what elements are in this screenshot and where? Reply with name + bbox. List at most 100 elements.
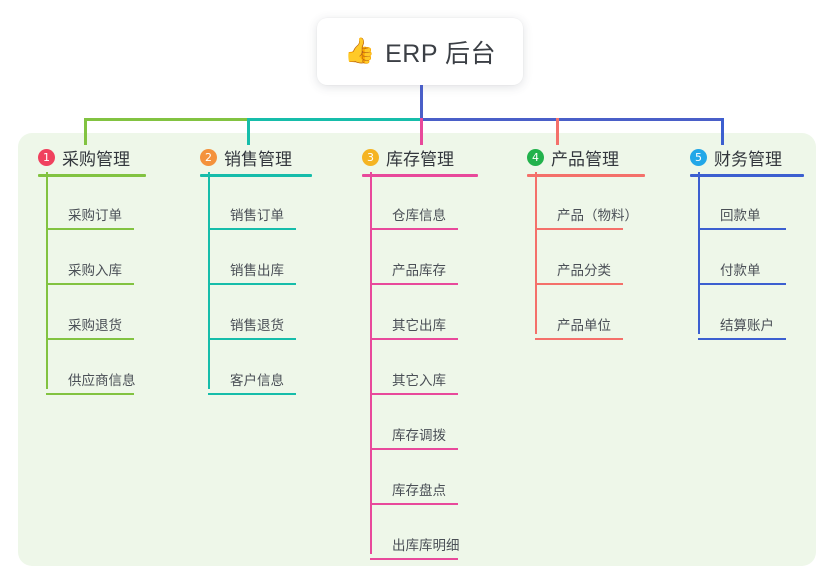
leaf-item-label: 销售订单 bbox=[230, 208, 284, 223]
branch-column-1: 1 采购管理采购订单采购入库采购退货供应商信息 bbox=[38, 145, 146, 395]
leaf-item[interactable]: 销售订单 bbox=[208, 204, 296, 230]
leaf-item[interactable]: 其它入库 bbox=[370, 369, 458, 395]
leaf-item-label: 产品分类 bbox=[557, 263, 611, 278]
branch-header-rule bbox=[690, 174, 804, 177]
leaf-item-rule bbox=[208, 338, 296, 340]
leaf-item-label: 库存盘点 bbox=[392, 483, 446, 498]
branch-header-3[interactable]: 3 库存管理 bbox=[362, 145, 478, 169]
branch-spine bbox=[46, 172, 48, 389]
root-stem bbox=[420, 85, 423, 121]
leaf-item[interactable]: 采购入库 bbox=[46, 259, 134, 285]
leaf-item-label: 结算账户 bbox=[720, 318, 774, 333]
leaf-item[interactable]: 产品库存 bbox=[370, 259, 458, 285]
branch-header-rule bbox=[200, 174, 312, 177]
leaf-item-rule bbox=[535, 228, 623, 230]
branch-title: 财务管理 bbox=[714, 149, 782, 169]
branch-spine bbox=[370, 172, 372, 554]
leaf-item-rule bbox=[698, 283, 786, 285]
leaf-item-label: 供应商信息 bbox=[68, 373, 136, 388]
leaf-item-rule bbox=[370, 228, 458, 230]
branch-column-4: 4 产品管理产品（物料） 产品分类产品单位 bbox=[527, 145, 645, 340]
leaf-item-rule bbox=[46, 338, 134, 340]
branch-header-5[interactable]: 5 财务管理 bbox=[690, 145, 804, 169]
branch-title: 采购管理 bbox=[62, 149, 130, 169]
leaf-item[interactable]: 付款单 bbox=[698, 259, 786, 285]
branch-column-5: 5 财务管理回款单付款单结算账户 bbox=[690, 145, 804, 340]
leaf-item-rule bbox=[370, 503, 458, 505]
leaf-item-rule bbox=[208, 228, 296, 230]
branch-header-rule bbox=[527, 174, 645, 177]
leaf-item[interactable]: 产品单位 bbox=[535, 314, 623, 340]
leaf-item-label: 其它入库 bbox=[392, 373, 446, 388]
leaf-item[interactable]: 其它出库 bbox=[370, 314, 458, 340]
leaf-item-rule bbox=[208, 393, 296, 395]
leaf-item-label: 销售退货 bbox=[230, 318, 284, 333]
leaf-item-rule bbox=[208, 283, 296, 285]
leaf-item[interactable]: 销售退货 bbox=[208, 314, 296, 340]
branch-stub-3 bbox=[420, 118, 423, 145]
leaf-item-rule bbox=[46, 283, 134, 285]
leaf-item-label: 采购入库 bbox=[68, 263, 122, 278]
leaf-item-label: 库存调拨 bbox=[392, 428, 446, 443]
branch-number-badge: 3 bbox=[362, 148, 379, 166]
bus-segment-mid bbox=[247, 118, 422, 121]
branch-stub-5 bbox=[721, 118, 724, 145]
branch-stub-2 bbox=[247, 118, 250, 145]
branch-spine bbox=[535, 172, 537, 334]
leaf-item-label: 采购订单 bbox=[68, 208, 122, 223]
leaf-item-label: 产品（物料） bbox=[557, 208, 638, 223]
leaf-item[interactable]: 回款单 bbox=[698, 204, 786, 230]
diagram-background-panel bbox=[18, 133, 816, 566]
branch-spine bbox=[208, 172, 210, 389]
leaf-item-label: 客户信息 bbox=[230, 373, 284, 388]
leaf-item-rule bbox=[46, 228, 134, 230]
branch-column-3: 3 库存管理仓库信息产品库存其它出库其它入库库存调拨库存盘点出库库明细 bbox=[362, 145, 478, 560]
leaf-item-label: 出库库明细 bbox=[392, 538, 460, 553]
branch-title: 产品管理 bbox=[551, 149, 619, 169]
branch-header-4[interactable]: 4 产品管理 bbox=[527, 145, 645, 169]
branch-number-badge: 4 bbox=[527, 148, 544, 166]
leaf-item[interactable]: 库存调拨 bbox=[370, 424, 458, 450]
branch-header-rule bbox=[362, 174, 478, 177]
bus-segment-left bbox=[84, 118, 249, 121]
leaf-item[interactable]: 客户信息 bbox=[208, 369, 296, 395]
leaf-item[interactable]: 出库库明细 bbox=[370, 534, 460, 560]
leaf-item-label: 采购退货 bbox=[68, 318, 122, 333]
branch-header-2[interactable]: 2 销售管理 bbox=[200, 145, 312, 169]
leaf-item[interactable]: 库存盘点 bbox=[370, 479, 458, 505]
leaf-item-label: 产品单位 bbox=[557, 318, 611, 333]
leaf-item[interactable]: 采购订单 bbox=[46, 204, 134, 230]
leaf-item-label: 回款单 bbox=[720, 208, 761, 223]
bus-segment-right bbox=[420, 118, 724, 121]
branch-number-badge: 2 bbox=[200, 148, 217, 166]
leaf-item-rule bbox=[370, 393, 458, 395]
leaf-item-label: 其它出库 bbox=[392, 318, 446, 333]
leaf-item[interactable]: 销售出库 bbox=[208, 259, 296, 285]
leaf-item-rule bbox=[370, 558, 458, 560]
leaf-item-label: 产品库存 bbox=[392, 263, 446, 278]
leaf-item[interactable]: 供应商信息 bbox=[46, 369, 136, 395]
branch-spine bbox=[698, 172, 700, 334]
branch-column-2: 2 销售管理销售订单销售出库销售退货客户信息 bbox=[200, 145, 312, 395]
leaf-item[interactable]: 产品分类 bbox=[535, 259, 623, 285]
branch-number-badge: 1 bbox=[38, 148, 55, 166]
leaf-item-rule bbox=[370, 448, 458, 450]
branch-stub-1 bbox=[84, 118, 87, 145]
leaf-item-label: 仓库信息 bbox=[392, 208, 446, 223]
thumbs-up-icon: 👍 bbox=[343, 37, 376, 65]
leaf-item[interactable]: 仓库信息 bbox=[370, 204, 458, 230]
leaf-item[interactable]: 产品（物料） bbox=[535, 204, 638, 230]
root-node[interactable]: 👍 ERP 后台 bbox=[317, 18, 523, 85]
branch-title: 库存管理 bbox=[386, 149, 454, 169]
branch-header-rule bbox=[38, 174, 146, 177]
leaf-item-rule bbox=[535, 338, 623, 340]
leaf-item-rule bbox=[535, 283, 623, 285]
leaf-item[interactable]: 结算账户 bbox=[698, 314, 786, 340]
leaf-item-label: 付款单 bbox=[720, 263, 761, 278]
branch-title: 销售管理 bbox=[224, 149, 292, 169]
branch-header-1[interactable]: 1 采购管理 bbox=[38, 145, 146, 169]
branch-number-badge: 5 bbox=[690, 148, 707, 166]
leaf-item[interactable]: 采购退货 bbox=[46, 314, 134, 340]
root-node-title: ERP 后台 bbox=[385, 39, 497, 68]
